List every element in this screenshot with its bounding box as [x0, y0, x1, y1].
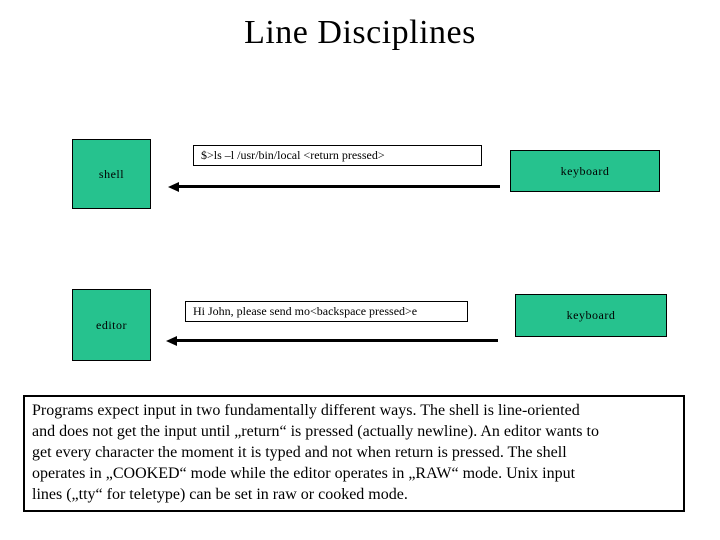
keyboard-box-top: keyboard [510, 150, 660, 192]
keyboard-box-bottom: keyboard [515, 294, 667, 337]
explanation-line: Programs expect input in two fundamental… [32, 402, 580, 419]
arrow-left-head-icon [166, 335, 177, 346]
shell-box: shell [72, 139, 151, 209]
editor-input-textbox: Hi John, please send mo<backspace presse… [185, 301, 468, 322]
arrow-keyboard-to-editor [166, 335, 498, 346]
explanation-line: operates in „COOKED“ mode while the edit… [32, 465, 576, 482]
editor-box: editor [72, 289, 151, 361]
slide-title: Line Disciplines [244, 14, 476, 51]
arrow-keyboard-to-shell [168, 181, 500, 192]
explanation-box: Programs expect input in two fundamental… [23, 395, 685, 512]
shell-input-textbox: $>ls –l /usr/bin/local <return pressed> [193, 145, 482, 166]
explanation-line: lines („tty“ for teletype) can be set in… [32, 486, 408, 503]
arrow-line [177, 339, 498, 342]
arrow-line [179, 185, 500, 188]
explanation-line: get every character the moment it is typ… [32, 444, 567, 461]
arrow-left-head-icon [168, 181, 179, 192]
explanation-line: and does not get the input until „return… [32, 423, 599, 440]
